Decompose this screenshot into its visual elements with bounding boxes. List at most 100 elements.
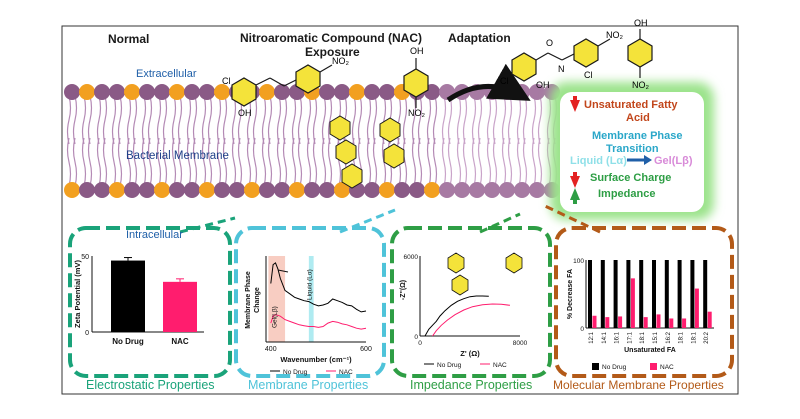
lipid-head <box>169 182 185 198</box>
lipid-tail <box>357 95 363 145</box>
lipid-tails <box>66 95 558 187</box>
header-normal: Normal <box>108 32 150 46</box>
x-tick-label: 8000 <box>513 340 528 347</box>
y-axis-label: Membrane Phase <box>245 271 252 329</box>
liquid-region <box>308 256 314 342</box>
lipid-tail <box>192 95 198 145</box>
bar <box>703 260 708 328</box>
bar <box>707 311 712 328</box>
header-adaptation: Adaptation <box>448 31 511 45</box>
lipid-tail <box>432 95 438 145</box>
x-tick-label: 12:1 <box>589 331 595 343</box>
lipid-head <box>514 182 530 198</box>
bar <box>588 260 592 328</box>
lipid-head <box>439 182 455 198</box>
mol-label-cl-3: Cl <box>500 76 509 86</box>
lipid-head <box>199 182 215 198</box>
lipid-tail <box>177 95 183 145</box>
phase-gel: Gel(Lβ) <box>654 155 693 167</box>
mol-label-cl-4: Cl <box>584 70 593 80</box>
lipid-tail <box>171 95 177 145</box>
connector-molecular <box>544 204 601 234</box>
lipid-tail <box>426 95 432 145</box>
bar <box>163 281 197 332</box>
lipid-tail <box>372 95 378 145</box>
lipid-tail <box>207 137 213 187</box>
y-tick-label: 100 <box>573 258 584 265</box>
lipid-tail <box>126 95 132 145</box>
series-line <box>424 295 489 337</box>
lipid-tail <box>216 137 222 187</box>
lipid-tail <box>486 137 492 187</box>
lipid-tail <box>297 95 303 145</box>
bar <box>605 317 610 328</box>
lipid-tail <box>471 137 477 187</box>
label-extracellular: Extracellular <box>136 68 197 80</box>
surface-charge: Surface Charge <box>590 172 672 184</box>
lipid-head <box>529 182 545 198</box>
lipid-tail <box>402 137 408 187</box>
arrow-down-red-icon-2 <box>570 172 580 188</box>
lipid-tail <box>252 95 258 145</box>
lipid-tail <box>531 137 537 187</box>
arrow-up-green-icon <box>570 188 580 204</box>
lipid-head <box>94 84 110 100</box>
lipid-tail <box>222 137 228 187</box>
lipid-head <box>469 182 485 198</box>
lipid-tail <box>516 137 522 187</box>
bar <box>656 314 661 328</box>
lipid-tail <box>267 137 273 187</box>
lipid-head <box>64 84 80 100</box>
mol-label-no2-3: NO₂ <box>606 30 623 40</box>
lipid-tail <box>522 95 528 145</box>
lipid-tail <box>102 137 108 187</box>
lipid-tail <box>66 95 72 145</box>
lipid-tail <box>321 95 327 145</box>
x-tick-label: 20:2 <box>704 331 710 343</box>
lipid-tail <box>267 95 273 145</box>
bar <box>630 278 635 328</box>
lipid-tail <box>81 95 87 145</box>
lipid-head <box>184 84 200 100</box>
lipid-head <box>124 182 140 198</box>
x-tick-label: 18:1 <box>640 331 646 343</box>
lipid-tail <box>186 137 192 187</box>
lipid-tail <box>276 95 282 145</box>
legend-label: NAC <box>660 364 674 371</box>
lipid-tail <box>66 137 72 187</box>
lipid-tail <box>162 137 168 187</box>
lipid-head <box>529 84 545 100</box>
impedance-molecule-icon <box>447 252 523 296</box>
legend-swatch <box>650 363 657 370</box>
lipid-tail <box>282 137 288 187</box>
bar <box>626 260 631 328</box>
lipid-head <box>229 182 245 198</box>
lipid-head <box>139 84 155 100</box>
lipid-head <box>214 182 230 198</box>
lipid-head <box>364 182 380 198</box>
lipid-tail <box>501 137 507 187</box>
lipid-head <box>124 84 140 100</box>
ring <box>451 274 469 296</box>
mol-label-n: N <box>558 64 565 74</box>
adaptation-box <box>560 92 704 212</box>
lipid-tail <box>141 137 147 187</box>
legend-label: No Drug <box>437 362 462 369</box>
lipid-tail <box>447 95 453 145</box>
lipid-tail <box>216 95 222 145</box>
ring <box>447 252 465 274</box>
lipid-tail <box>156 137 162 187</box>
lipid-tail <box>321 137 327 187</box>
arrow-down-red-icon <box>570 96 580 112</box>
phase-liquid: Liquid (Lα) <box>570 155 627 167</box>
lipid-tail <box>162 95 168 145</box>
lipid-head <box>214 84 230 100</box>
connector-membrane <box>339 208 396 234</box>
mol-label-o: O <box>546 38 554 48</box>
label-intracellular: Intracellular <box>126 229 183 241</box>
lipid-tail <box>282 95 288 145</box>
legend-label: NAC <box>339 369 353 376</box>
y-axis-label: Zeta Potential (mV) <box>73 260 82 328</box>
